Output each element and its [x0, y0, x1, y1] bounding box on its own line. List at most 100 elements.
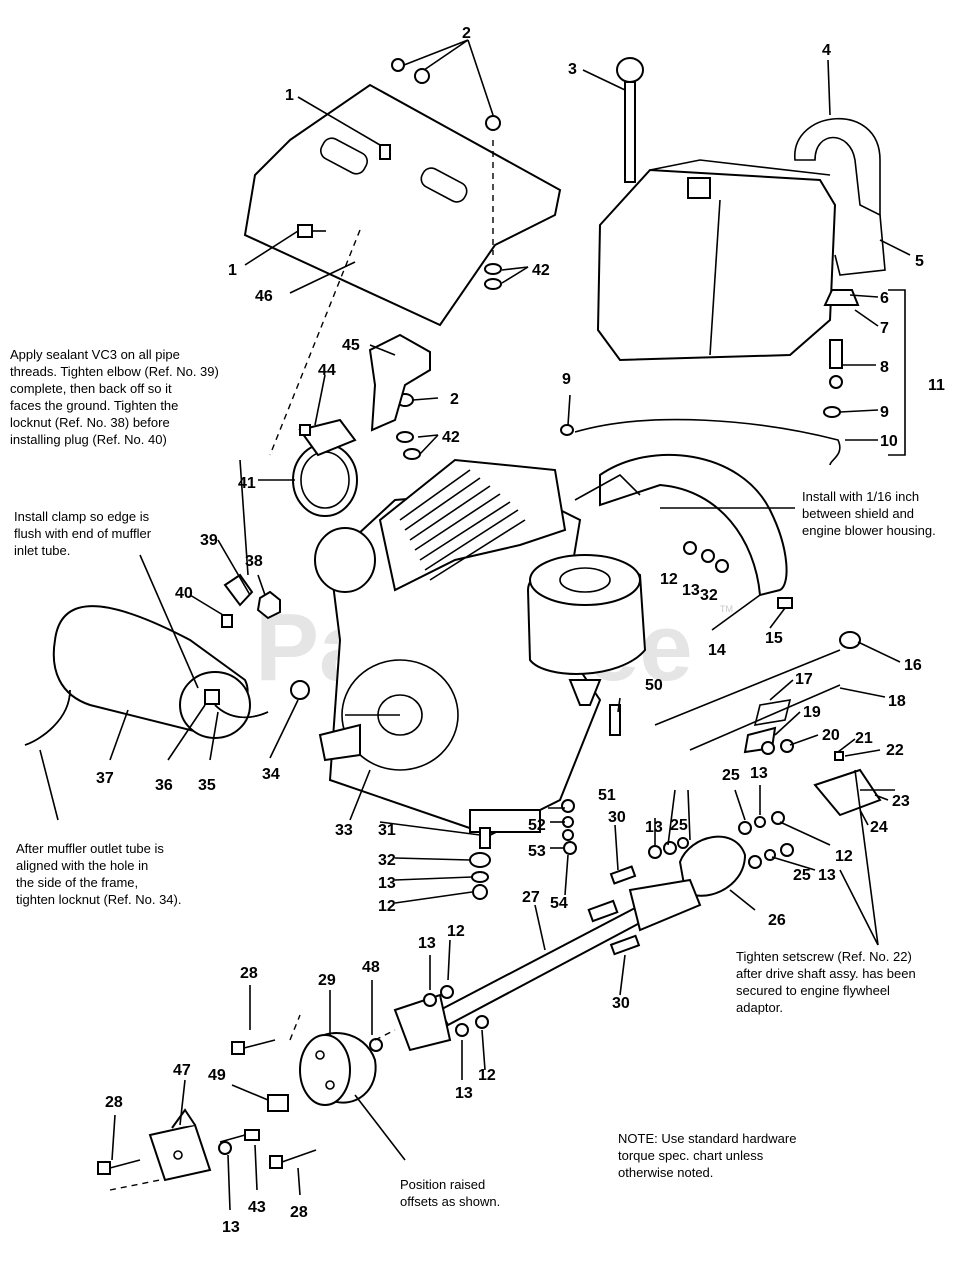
callout-16: 16: [904, 657, 922, 674]
callout-47: 47: [173, 1062, 191, 1079]
bracket-and-clamp: [292, 333, 431, 517]
shield-hardware: [683, 541, 793, 609]
callout-3: 3: [568, 61, 577, 78]
callout-49: 49: [208, 1067, 226, 1084]
callout-28c: 28: [290, 1204, 308, 1221]
air-cleaner: [526, 554, 647, 706]
callout-12b: 12: [378, 898, 396, 915]
fuel-tank: [596, 159, 837, 362]
engine-shroud-plate: [243, 83, 562, 327]
note-offsets: Position raised offsets as shown.: [400, 1177, 501, 1209]
callout-25a: 25: [722, 767, 740, 784]
callout-13e: 13: [818, 867, 836, 884]
callout-38: 38: [245, 553, 263, 570]
tank-strap: [794, 117, 881, 217]
callout-40: 40: [175, 585, 193, 602]
callout-13a: 13: [682, 582, 700, 599]
callout-8: 8: [880, 359, 889, 376]
callout-12d: 12: [447, 923, 465, 940]
callout-34: 34: [262, 766, 280, 783]
callout-21: 21: [855, 730, 873, 747]
callout-13c: 13: [750, 765, 768, 782]
callout-53: 53: [528, 843, 546, 860]
callout-31: 31: [378, 822, 396, 839]
callout-41: 41: [238, 475, 256, 492]
callout-labels: 1 1 2 2 3 4 5 6 7 8 9 9 10 11 12 12 12 1…: [96, 25, 945, 1236]
callout-1b: 1: [228, 262, 237, 279]
note-setscrew: Tighten setscrew (Ref. No. 22) after dri…: [736, 949, 916, 1015]
coupling-parts: [761, 739, 895, 817]
callout-22: 22: [886, 742, 904, 759]
callout-13d: 13: [645, 819, 663, 836]
callout-28a: 28: [240, 965, 258, 982]
callout-32a: 32: [700, 587, 718, 604]
callout-54: 54: [550, 895, 568, 912]
callout-33: 33: [335, 822, 353, 839]
note-shield: Install with 1/16 inch between shield an…: [802, 489, 936, 538]
tank-strap-lower: [834, 214, 886, 276]
callout-43: 43: [248, 1199, 266, 1216]
callout-19: 19: [803, 704, 821, 721]
callout-27: 27: [522, 889, 540, 906]
callout-26: 26: [768, 912, 786, 929]
callout-4: 4: [822, 42, 831, 59]
callout-32b: 32: [378, 852, 396, 869]
callout-37: 37: [96, 770, 114, 787]
callout-13b: 13: [378, 875, 396, 892]
watermark-trademark: TM: [720, 604, 733, 614]
drive-shaft: [393, 865, 702, 1052]
callout-13h: 13: [222, 1219, 240, 1236]
shroud-hardware: [297, 58, 502, 460]
callout-12c: 12: [835, 848, 853, 865]
callout-29: 29: [318, 972, 336, 989]
callout-6: 6: [880, 290, 889, 307]
coupling-hub: [267, 1029, 396, 1112]
note-clamp: Install clamp so edge is flush with end …: [14, 509, 152, 558]
callout-9b: 9: [880, 404, 889, 421]
flywheel-adaptor-hardware: [648, 811, 794, 897]
callout-25b: 25: [670, 817, 688, 834]
callout-13g: 13: [455, 1085, 473, 1102]
callout-24: 24: [870, 819, 888, 836]
callout-51: 51: [598, 787, 616, 804]
callout-20: 20: [822, 727, 840, 744]
callout-30b: 30: [612, 995, 630, 1012]
callout-46: 46: [255, 288, 273, 305]
leader-lines: [39, 39, 911, 1211]
exhaust-fittings: [221, 573, 310, 700]
callout-50: 50: [645, 677, 663, 694]
engine-mount-hardware: [469, 704, 621, 900]
dipstick: [616, 57, 644, 183]
kit-bracket-11: [888, 289, 906, 456]
callout-12a: 12: [660, 571, 678, 588]
callout-52: 52: [528, 817, 546, 834]
shaft-hardware: [423, 985, 489, 1037]
callout-44: 44: [318, 362, 336, 379]
lower-bracket: [148, 1108, 260, 1182]
callout-30a: 30: [608, 809, 626, 826]
callout-5: 5: [915, 253, 924, 270]
callout-12e: 12: [478, 1067, 496, 1084]
callout-48: 48: [362, 959, 380, 976]
bracket-alignment-line: [269, 229, 361, 456]
note-muffler: After muffler outlet tube is aligned wit…: [16, 841, 182, 907]
callout-42b: 42: [442, 429, 460, 446]
callout-23: 23: [892, 793, 910, 810]
callout-42a: 42: [532, 262, 550, 279]
callout-35: 35: [198, 777, 216, 794]
callout-7: 7: [880, 320, 889, 337]
callout-2a: 2: [462, 25, 471, 42]
fuel-fittings: [560, 289, 860, 466]
callout-9a: 9: [562, 371, 571, 388]
coupling-bolts: [97, 1014, 317, 1191]
callout-45: 45: [342, 337, 360, 354]
note-hardware: NOTE: Use standard hardware torque spec.…: [618, 1131, 797, 1180]
note-sealant: Apply sealant VC3 on all pipe threads. T…: [10, 347, 219, 447]
callout-36: 36: [155, 777, 173, 794]
blower-shield: [574, 453, 788, 597]
callout-11: 11: [928, 377, 945, 394]
callout-25c: 25: [793, 867, 811, 884]
callout-17: 17: [795, 671, 813, 688]
callout-28b: 28: [105, 1094, 123, 1111]
